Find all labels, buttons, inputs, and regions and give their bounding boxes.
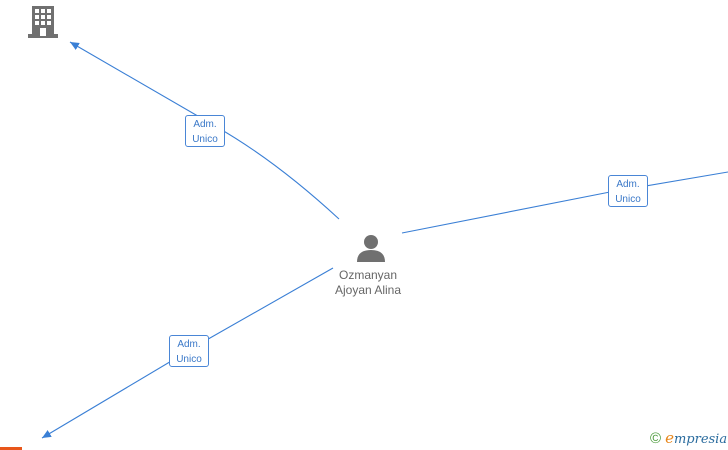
edge-label-line2: Unico [192, 134, 218, 145]
person-icon[interactable] [357, 235, 385, 262]
copyright-icon: © [650, 430, 662, 447]
person-name-line1: Ozmanyan [338, 268, 398, 282]
edge-line-bottom-left [41, 267, 334, 439]
person-name-line2: Ajoyan Alina [334, 283, 402, 297]
brand-name: mpresia [673, 432, 728, 447]
company-icon-partial[interactable] [0, 447, 22, 450]
edge-line-right [401, 171, 728, 234]
edge-label-right[interactable]: Adm. Unico [608, 175, 648, 207]
edge-label-line1: Adm. [193, 119, 217, 130]
edge-label-bottom-left[interactable]: Adm. Unico [169, 335, 209, 367]
edge-label-line2: Unico [615, 194, 641, 205]
empresia-watermark: ©empresia [650, 429, 727, 447]
building-icon[interactable] [28, 6, 58, 38]
person-name-label[interactable]: Ozmanyan Ajoyan Alina [318, 268, 418, 298]
edge-label-line1: Adm. [616, 179, 640, 190]
edge-label-line2: Unico [176, 354, 202, 365]
edge-label-line1: Adm. [177, 339, 201, 350]
brand-initial: e [665, 429, 674, 447]
edge-label-building[interactable]: Adm. Unico [185, 115, 225, 147]
